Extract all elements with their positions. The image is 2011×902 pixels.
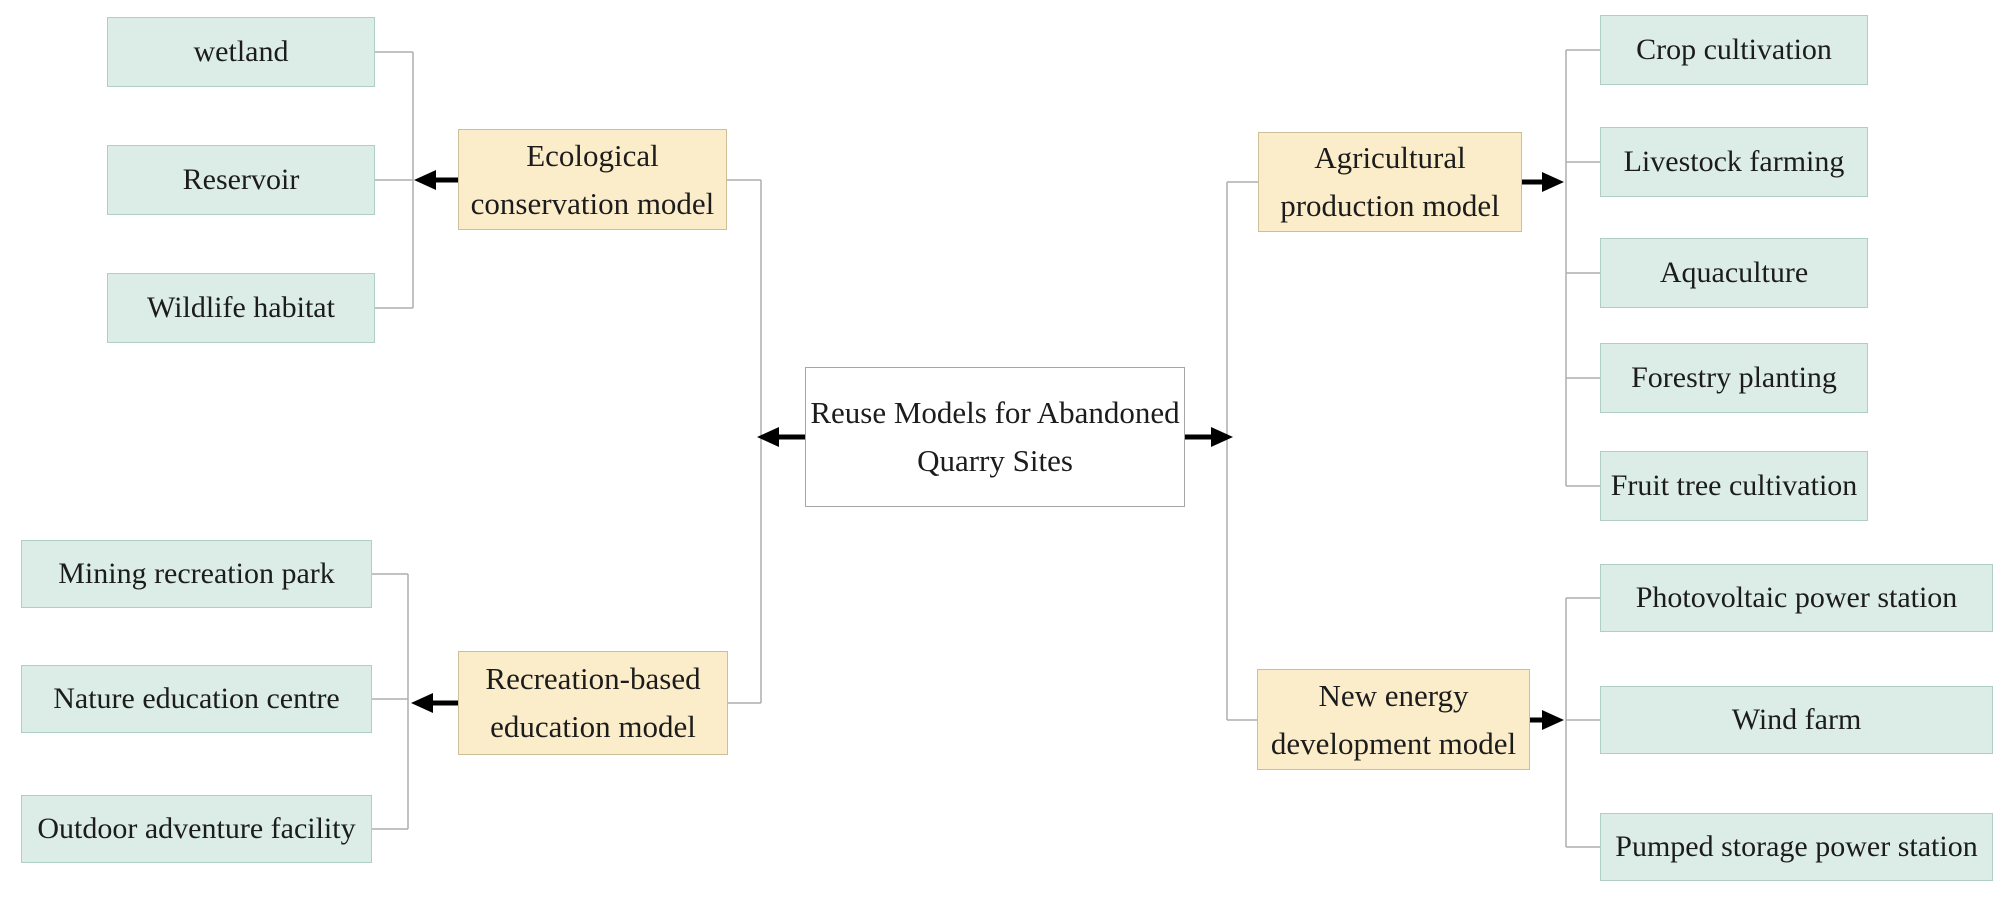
item-mining-recreation-park: Mining recreation park (21, 540, 372, 608)
arrow-ecological-to-items (414, 170, 458, 190)
center-node-reuse-models: Reuse Models for Abandoned Quarry Sites (805, 367, 1185, 507)
model-label-line: Recreation-based (485, 661, 701, 696)
item-pumped-storage-power-station: Pumped storage power station (1600, 813, 1993, 881)
item-wildlife-habitat: Wildlife habitat (107, 273, 375, 343)
connector-ecological-items (375, 51, 414, 309)
model-recreation-education: Recreation-based education model (458, 651, 728, 755)
item-outdoor-adventure-facility: Outdoor adventure facility (21, 795, 372, 863)
model-ecological-conservation: Ecological conservation model (458, 129, 727, 230)
item-crop-cultivation: Crop cultivation (1600, 15, 1868, 85)
connector-recreation-items (372, 573, 409, 830)
arrow-new-energy-to-items (1530, 710, 1564, 730)
arrow-recreation-to-items (411, 693, 458, 713)
item-fruit-tree-cultivation: Fruit tree cultivation (1600, 451, 1868, 521)
item-reservoir: Reservoir (107, 145, 375, 215)
model-label-line: conservation model (470, 185, 715, 221)
item-wetland: wetland (107, 17, 375, 87)
center-node-line2: Quarry Sites (917, 443, 1073, 478)
item-wind-farm: Wind farm (1600, 686, 1993, 754)
item-aquaculture: Aquaculture (1600, 238, 1868, 308)
item-photovoltaic-power-station: Photovoltaic power station (1600, 564, 1993, 632)
model-label-line: production model (1280, 188, 1500, 223)
connector-center-right-trunk (1226, 181, 1258, 721)
arrow-center-to-left-models (757, 427, 805, 447)
connector-center-left-trunk (727, 179, 762, 704)
model-label-line: education model (490, 709, 696, 744)
item-nature-education-centre: Nature education centre (21, 665, 372, 733)
model-label-line: New energy (1318, 677, 1469, 713)
model-label-line: development model (1270, 725, 1517, 761)
model-agricultural-production: Agricultural production model (1258, 132, 1522, 232)
item-livestock-farming: Livestock farming (1600, 127, 1868, 197)
model-label-line: Agricultural (1314, 140, 1466, 175)
center-node-line1: Reuse Models for Abandoned (810, 395, 1180, 430)
item-forestry-planting: Forestry planting (1600, 343, 1868, 413)
model-label-line: Ecological (526, 137, 659, 173)
arrow-center-to-right-models (1185, 427, 1233, 447)
model-new-energy-development: New energy development model (1257, 669, 1530, 770)
arrow-agricultural-to-items (1522, 172, 1564, 192)
connector-agricultural-items (1565, 49, 1600, 487)
connector-new-energy-items (1565, 597, 1600, 848)
